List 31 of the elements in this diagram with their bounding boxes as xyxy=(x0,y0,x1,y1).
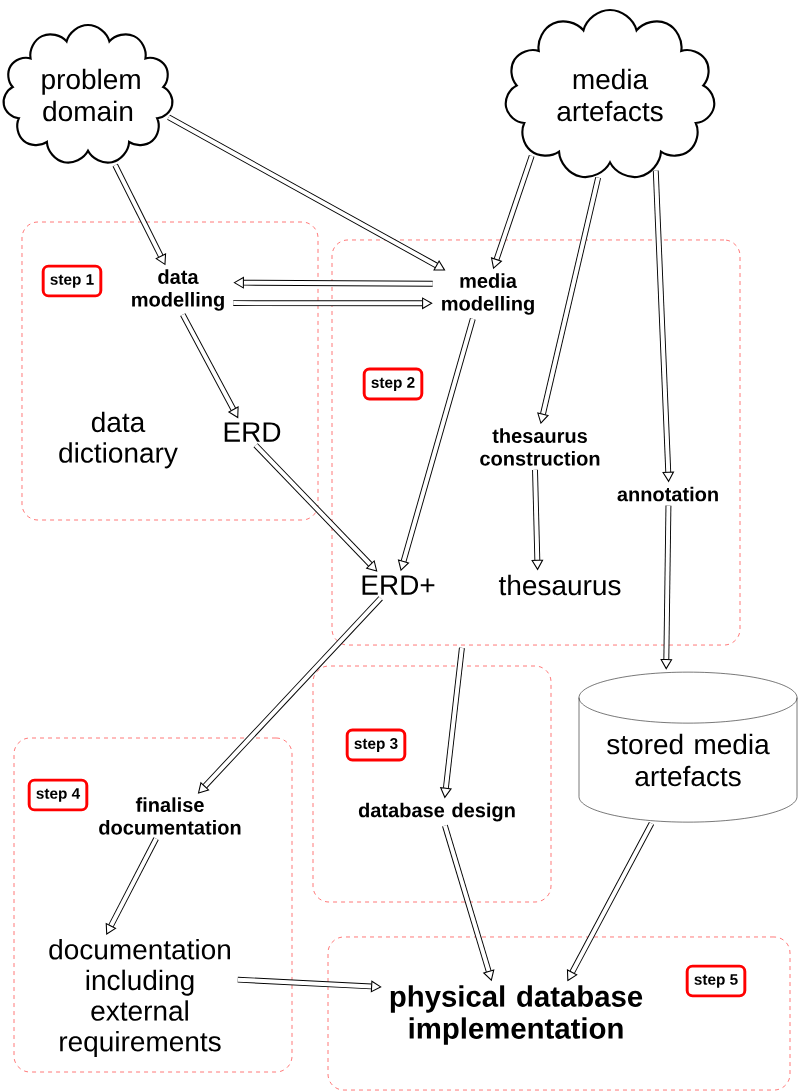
cloud: problem domain xyxy=(2,23,174,164)
step-badge: step 3 xyxy=(345,728,407,762)
step-region xyxy=(327,936,791,1091)
process-label: annotation xyxy=(617,486,718,502)
artifact-label: thesaurus xyxy=(498,574,621,596)
process-label: database design xyxy=(358,802,515,822)
process-label: media modelling xyxy=(442,273,534,315)
step-region xyxy=(331,239,741,646)
step-badge: step 4 xyxy=(27,778,89,812)
step-region xyxy=(21,221,319,521)
step-badge: step 5 xyxy=(685,964,747,998)
database-cylinder: stored media artefacts xyxy=(578,671,798,823)
arrow xyxy=(233,276,433,289)
artifact-label: data dictionary xyxy=(59,411,178,469)
process-label: finalise documentation xyxy=(99,797,241,835)
arrow xyxy=(105,837,159,935)
step-region xyxy=(312,665,552,903)
step-region xyxy=(13,737,293,1073)
arrow xyxy=(167,114,446,271)
cloud: media artefacts xyxy=(504,8,716,179)
step-badge: step 2 xyxy=(362,367,424,401)
arrow xyxy=(660,505,673,670)
process-label: thesaurus construction xyxy=(480,428,600,466)
process-label: physical database implementation xyxy=(390,985,643,1045)
artifact-label: documentation including external requirements xyxy=(49,938,230,1058)
artifact-label: ERD xyxy=(224,422,281,442)
step-badge: step 1 xyxy=(41,264,103,298)
arrow xyxy=(253,443,378,572)
arrow xyxy=(237,976,382,993)
process-label: data modelling xyxy=(132,269,224,311)
artifact-label: ERD+ xyxy=(362,575,435,595)
